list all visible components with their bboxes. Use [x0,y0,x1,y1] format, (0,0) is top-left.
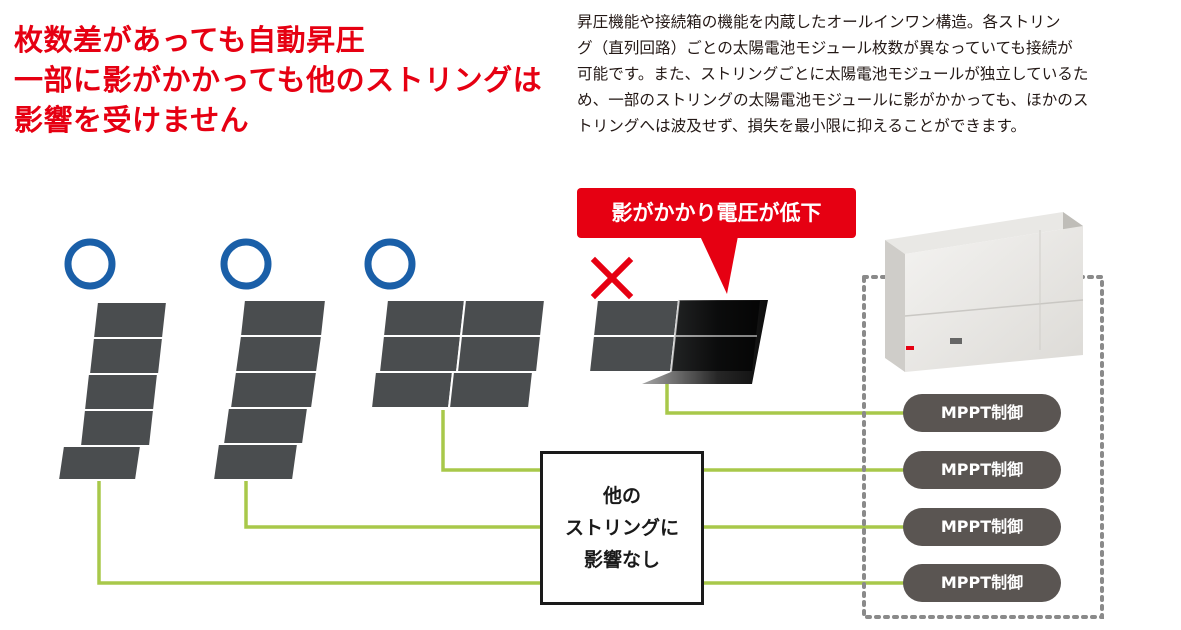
callout-pointer [700,236,738,294]
description-line-3: 可能です。また、ストリングごとに太陽電池モジュールが独立しているた [577,65,1089,83]
no-impact-box: 他の ストリングに 影響なし [540,451,704,605]
headline: 枚数差があっても自動昇圧 一部に影がかかっても他のストリングは 影響を受けません [14,20,542,140]
wire-string-1 [97,478,905,585]
mppt-label-1: MPPT制御 [903,394,1061,432]
headline-line-2: 一部に影がかかっても他のストリングは [14,63,543,97]
wire-string-3 [441,410,905,472]
solar-panel [56,445,143,481]
ok-circle-icon [364,238,416,290]
description-line-1: 昇圧機能や接続箱の機能を内蔵したオールインワン構造。各ストリン [577,13,1061,31]
solar-panel [221,407,310,445]
solar-string-2 [211,299,328,481]
headline-line-3: 影響を受けません [14,103,250,137]
inverter-icon [885,212,1084,372]
solar-panel [587,335,677,373]
shadow-overlay [642,300,768,384]
solar-panel [459,299,547,337]
solar-panel [381,299,467,337]
solar-panel [87,337,165,375]
no-impact-line-1: 他の [602,485,641,507]
wires [97,384,905,585]
no-impact-line-3: 影響なし [583,549,660,571]
headline-line-1: 枚数差があっても自動昇圧 [14,23,366,57]
shadow-callout: 影がかかり電圧が低下 [577,188,856,238]
solar-panel [78,409,156,447]
solar-panel [455,335,543,373]
solar-panel [82,373,160,411]
ng-cross-icon [590,256,634,300]
solar-panel [369,371,455,409]
solar-panel [447,371,535,409]
mppt-label-4: MPPT制御 [903,564,1061,602]
wire-string-4 [665,384,905,415]
solar-string-1 [56,301,169,481]
solar-panel [238,299,328,337]
description-line-4: め、一部のストリングの太陽電池モジュールに影がかかっても、ほかのス [577,91,1089,109]
description-line-5: トリングへは波及せず、損失を最小限に抑えることができます。 [577,117,1027,135]
description-line-2: グ（直列回路）ごとの太陽電池モジュール枚数が異なっていても接続が [577,39,1073,57]
mppt-label-2: MPPT制御 [903,451,1061,489]
solar-panel [211,443,300,481]
solar-panel [228,371,319,409]
solar-panel [377,335,463,373]
ok-circle-icon [64,238,116,290]
solar-string-3 [369,299,547,409]
ok-circle-icon [220,238,272,290]
no-impact-line-2: ストリングに [564,517,679,539]
string-status-marks [64,238,634,300]
solar-string-4 [587,299,768,384]
solar-panel [233,335,324,373]
solar-panel [91,301,169,339]
description-text: 昇圧機能や接続箱の機能を内蔵したオールインワン構造。各ストリン グ（直列回路）ご… [577,9,1177,139]
solar-panel [591,299,681,337]
mppt-label-3: MPPT制御 [903,508,1061,546]
